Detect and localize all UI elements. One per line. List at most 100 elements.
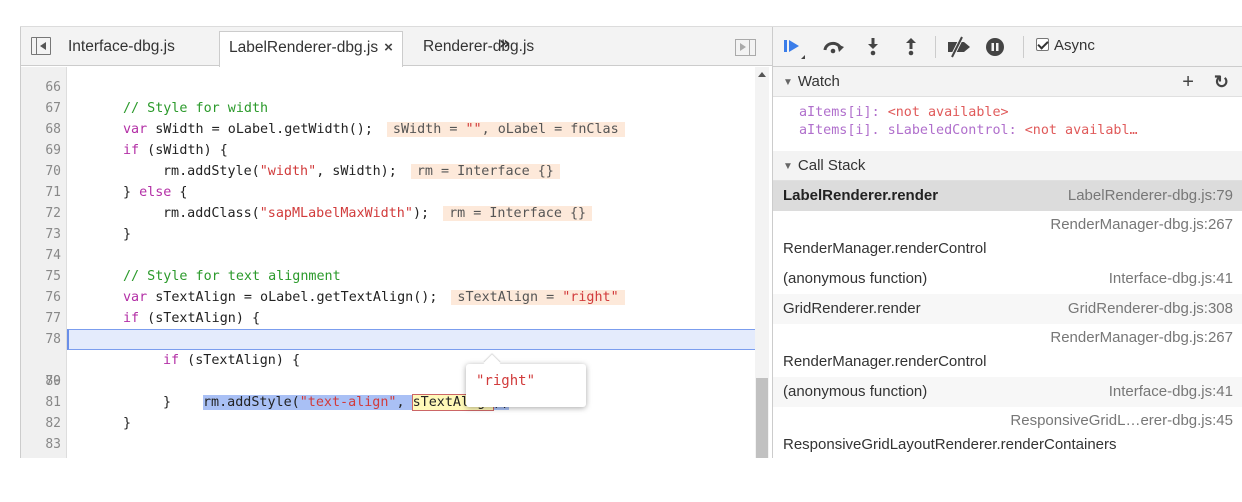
line-number[interactable]: 71 — [45, 185, 61, 200]
current-execution-line: 79 rm.addStyle("text-align", sTextAlign)… — [21, 329, 757, 411]
frame-location[interactable]: RenderManager-dbg.js:267 — [1050, 329, 1233, 346]
call-frame[interactable]: (anonymous function) Interface-dbg.js:41 — [773, 377, 1242, 407]
checkbox-checked-icon[interactable] — [1036, 38, 1049, 51]
code-line: 80 } — [21, 350, 757, 410]
line-number[interactable]: 74 — [45, 248, 61, 263]
line-number[interactable]: 73 — [45, 227, 61, 242]
step-over-icon — [823, 41, 844, 54]
frame-location[interactable]: RenderManager-dbg.js:267 — [1050, 216, 1233, 233]
inline-value: rm = Interface {} — [443, 206, 593, 221]
line-number[interactable]: 76 — [45, 290, 61, 305]
line-number[interactable]: 70 — [45, 164, 61, 179]
call-frame[interactable]: LabelRenderer.render LabelRenderer-dbg.j… — [773, 181, 1242, 211]
step-over-button[interactable] — [821, 35, 847, 59]
code-line: 83 var sLabelText = oLabel.getText(); — [21, 413, 757, 452]
line-number[interactable]: 66 — [45, 80, 61, 95]
resume-button[interactable] — [783, 35, 811, 59]
frame-location[interactable]: Interface-dbg.js:41 — [1108, 270, 1233, 287]
debugger-toolbar: Async — [773, 27, 1242, 67]
frame-function: RenderManager.renderControl — [783, 353, 987, 370]
code-text: var sTextAlign = oLabel.getTextAlign();s… — [123, 287, 625, 308]
inline-value: sTextAlign = "right" — [451, 290, 625, 305]
code-line: 81 } — [21, 371, 757, 431]
toggle-navigator-icon[interactable] — [31, 37, 51, 55]
frame-location[interactable]: ResponsiveGridL…erer-dbg.js:45 — [1010, 412, 1233, 429]
frame-function: ResponsiveGridLayoutRenderer.renderConta… — [783, 436, 1117, 453]
frame-function: LabelRenderer.render — [783, 187, 939, 204]
frame-function: RenderManager.renderControl — [783, 240, 987, 257]
code-text: rm.addClass("sapMLabelMaxWidth");rm = In… — [163, 203, 593, 224]
call-frame[interactable]: RenderManager-dbg.js:267 RenderManager.r… — [773, 324, 1242, 377]
code-text: if (sTextAlign) { — [123, 311, 261, 326]
watch-title: Watch — [797, 73, 840, 90]
step-out-icon — [906, 38, 916, 56]
frame-location[interactable]: GridRenderer-dbg.js:308 — [1067, 300, 1233, 317]
line-gutter[interactable] — [21, 67, 67, 458]
step-out-button[interactable] — [903, 35, 919, 59]
watch-section-header[interactable]: ▼Watch +↻ — [773, 67, 1242, 97]
inline-value: rm = Interface {} — [410, 164, 560, 179]
code-line: 70 } else { — [21, 140, 757, 200]
watch-item[interactable]: aItems[i]. sLabeledControl: <not availab… — [799, 123, 1138, 138]
code-line: 76 if (sTextAlign) { — [21, 266, 757, 326]
line-number[interactable]: 83 — [45, 437, 61, 452]
line-number[interactable]: 81 — [45, 395, 61, 410]
async-checkbox[interactable]: Async — [1036, 37, 1095, 54]
code-line: 82 — [21, 392, 757, 431]
editor-tabbar: Interface-dbg.js LabelRenderer-dbg.js× R… — [21, 27, 772, 67]
more-tabs-button[interactable]: » — [499, 33, 511, 54]
call-frame[interactable]: RenderManager-dbg.js:267 RenderManager.r… — [773, 211, 1242, 264]
step-into-button[interactable] — [865, 35, 881, 59]
deactivate-breakpoints-button[interactable] — [945, 35, 973, 59]
frame-location[interactable]: LabelRenderer-dbg.js:79 — [1067, 187, 1233, 204]
watch-item[interactable]: aItems[i]: <not available> — [799, 105, 1009, 120]
call-frame[interactable]: GridRenderer.render GridRenderer-dbg.js:… — [773, 294, 1242, 324]
scroll-up-arrow-icon[interactable] — [758, 72, 766, 77]
toggle-debugger-sidebar-icon[interactable] — [735, 39, 756, 56]
code-text: } — [123, 227, 132, 242]
watch-value: <not availabl… — [1024, 123, 1138, 138]
code-line: 69 rm.addStyle("width", sWidth);rm = Int… — [21, 119, 757, 179]
code-line: 72 } — [21, 182, 757, 242]
scrollbar-thumb[interactable] — [756, 378, 768, 458]
line-number[interactable]: 69 — [45, 143, 61, 158]
call-stack-section-header[interactable]: ▼Call Stack — [773, 151, 1242, 181]
close-tab-icon[interactable]: × — [384, 39, 393, 56]
frame-location[interactable]: Interface-dbg.js:41 — [1108, 383, 1233, 400]
code-text: if (sTextAlign) { — [163, 353, 301, 368]
expand-triangle-icon: ▼ — [783, 161, 793, 172]
hover-value-popover: "right" — [466, 364, 586, 407]
code-text: } — [123, 416, 132, 431]
line-number[interactable]: 67 — [45, 101, 61, 116]
top-rule — [20, 26, 1242, 27]
tab-interface-dbg[interactable]: Interface-dbg.js — [59, 31, 184, 66]
line-number[interactable]: 72 — [45, 206, 61, 221]
line-number[interactable]: 80 — [45, 374, 61, 389]
code-line: 71 rm.addClass("sapMLabelMaxWidth");rm =… — [21, 161, 757, 221]
code-editor[interactable]: 66 // Style for width 67 var sWidth = oL… — [21, 67, 772, 458]
add-watch-icon[interactable]: + — [1182, 71, 1194, 93]
call-frame[interactable]: (anonymous function) Interface-dbg.js:41 — [773, 264, 1242, 294]
code-line: 67 var sWidth = oLabel.getWidth();sWidth… — [21, 77, 757, 137]
line-number[interactable]: 75 — [45, 269, 61, 284]
line-number[interactable]: 79 — [45, 374, 61, 389]
line-number[interactable]: 77 — [45, 311, 61, 326]
execution-line-highlight — [67, 329, 757, 350]
line-number[interactable]: 82 — [45, 416, 61, 431]
frame-function: GridRenderer.render — [783, 300, 921, 317]
code-line: 78 if (sTextAlign) { — [21, 308, 757, 368]
editor-scrollbar[interactable] — [755, 67, 769, 458]
refresh-watch-icon[interactable]: ↻ — [1213, 72, 1229, 92]
page-background — [0, 458, 1242, 502]
code-line: 84 if (sLabelText == "") { — [21, 434, 757, 455]
tab-renderer-dbg[interactable]: Renderer-dbg.js — [414, 31, 543, 66]
editor-pane: Interface-dbg.js LabelRenderer-dbg.js× R… — [20, 27, 772, 458]
tab-labelrenderer-dbg[interactable]: LabelRenderer-dbg.js× — [219, 31, 403, 67]
line-number[interactable]: 68 — [45, 122, 61, 137]
deactivate-breakpoints-icon — [948, 36, 970, 58]
call-frame[interactable]: ResponsiveGridL…erer-dbg.js:45 Responsiv… — [773, 407, 1242, 458]
pause-on-exceptions-button[interactable] — [983, 35, 1007, 59]
call-stack-list: LabelRenderer.render LabelRenderer-dbg.j… — [773, 181, 1242, 458]
code-line: 73 — [21, 203, 757, 242]
line-number[interactable]: 78 — [45, 332, 61, 347]
